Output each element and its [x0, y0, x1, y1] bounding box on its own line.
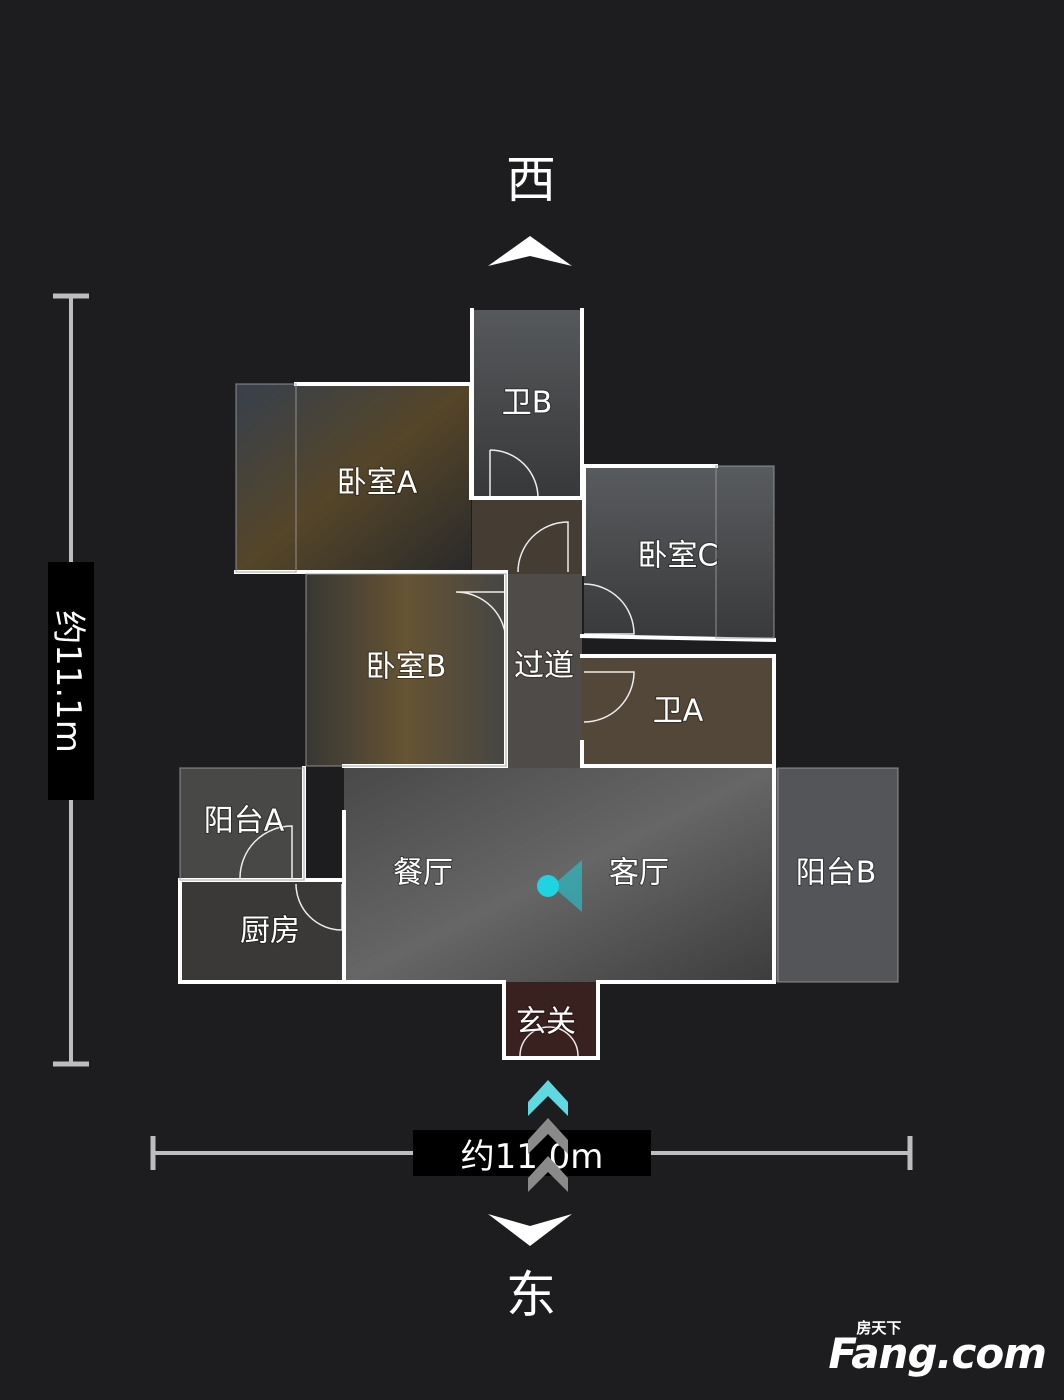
- room-fill-corridor-top: [472, 498, 582, 574]
- room-label-balcony-b: 阳台B: [796, 856, 877, 891]
- door-bath-a: [583, 671, 635, 723]
- room-fill-balcony-b: [776, 768, 898, 982]
- room-label-bedroom-b: 卧室B: [366, 650, 447, 685]
- door-corridor-top: [517, 521, 569, 573]
- compass-west-label: 西: [506, 151, 556, 209]
- room-label-entrance: 玄关: [516, 1005, 576, 1040]
- chevron-up-active-icon: [528, 1080, 568, 1116]
- room-fill-bedroom-c: [584, 466, 774, 638]
- room-label-bedroom-c: 卧室C: [638, 539, 719, 574]
- room-fill-corridor: [506, 574, 582, 768]
- watermark-brand-cn: 房天下: [856, 1319, 902, 1337]
- room-label-bath-a: 卫A: [653, 694, 704, 729]
- room-fill-kitchen: [180, 880, 344, 982]
- room-label-balcony-a: 阳台A: [204, 804, 285, 839]
- current-position-marker[interactable]: [537, 860, 582, 912]
- chevron-up-inactive-icon-2: [528, 1156, 568, 1192]
- room-fill-bedroom-b: [306, 574, 506, 766]
- room-label-living: 客厅: [609, 856, 669, 891]
- room-label-bath-b: 卫B: [502, 386, 553, 421]
- doors: [239, 449, 635, 1057]
- nav-forward-chevrons[interactable]: [528, 1080, 568, 1192]
- door-balcony-a: [239, 825, 293, 879]
- room-label-dining: 餐厅: [393, 856, 453, 891]
- door-kitchen: [295, 883, 343, 931]
- watermark-brand: Fang.com: [828, 1329, 1047, 1378]
- room-fill-bedroom-a: [236, 384, 471, 572]
- room-fill-entrance: [504, 982, 598, 1058]
- room-label-bedroom-a: 卧室A: [337, 466, 418, 501]
- compass-east-label: 东: [506, 1266, 556, 1324]
- room-outlines-faint: [179, 383, 899, 983]
- door-entrance: [519, 1026, 579, 1057]
- door-bath-b: [489, 449, 539, 499]
- door-bedroom-c: [583, 583, 635, 635]
- room-label-corridor: 过道: [514, 649, 574, 684]
- fang-watermark-logo: 房天下 Fang.com: [828, 1319, 1047, 1378]
- room-fill-living: [344, 768, 774, 982]
- height-dimension-label: 约11.1m: [48, 562, 94, 800]
- chevron-up-inactive-icon: [528, 1118, 568, 1154]
- room-label-kitchen: 厨房: [240, 914, 300, 949]
